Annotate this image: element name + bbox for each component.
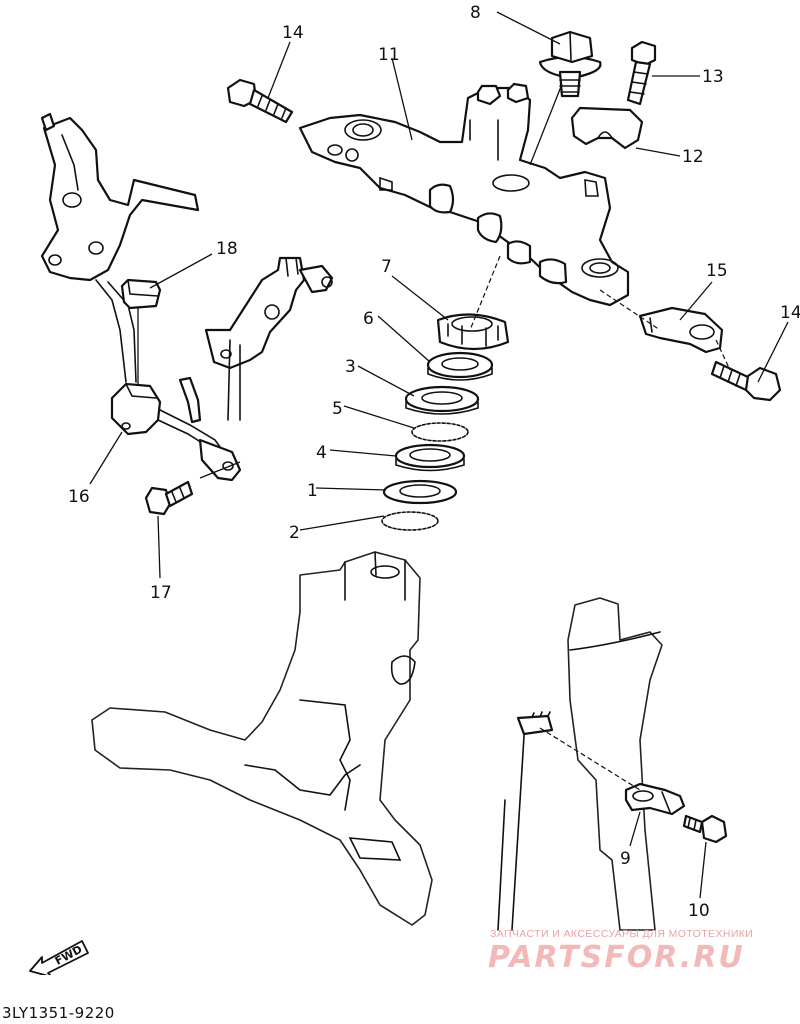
- fwd-label: FWD: [53, 943, 85, 968]
- callout-8: 8: [470, 3, 481, 23]
- holder-16: [110, 382, 162, 436]
- callout-12: 12: [682, 147, 704, 167]
- callout-11: 11: [378, 45, 400, 65]
- callout-17: 17: [150, 583, 172, 603]
- callout-6: 6: [363, 309, 374, 329]
- bolt-10: [682, 814, 728, 844]
- upper-ball-race: [404, 385, 480, 415]
- watermark-tagline: ЗАПЧАСТИ И АКСЕССУАРЫ ДЛЯ МОТОТЕХНИКИ: [490, 928, 754, 940]
- bolt-17: [144, 480, 194, 516]
- callout-5: 5: [332, 399, 343, 419]
- watermark-logo: PARTSFOR.RU: [488, 940, 745, 975]
- callout-9: 9: [620, 849, 631, 869]
- callout-10: 10: [688, 901, 710, 921]
- callout-13: 13: [702, 67, 724, 87]
- callout-numbers: 1 2 3 4 5 6 7 8 9 10 11 12 13 14 14 15 1…: [68, 3, 800, 921]
- steering-stem-bolt: [538, 30, 602, 98]
- callout-2: 2: [289, 523, 300, 543]
- lock-washer: [426, 351, 494, 381]
- clamp-9: [624, 782, 686, 816]
- callout-3: 3: [345, 357, 356, 377]
- callout-15: 15: [706, 261, 728, 281]
- cable-clamp-15: [638, 306, 724, 354]
- middle-ball-race: [394, 443, 466, 472]
- leader-lines: [89, 11, 789, 899]
- front-fork-tube: [497, 597, 663, 931]
- callout-1: 1: [307, 481, 318, 501]
- bolt-14-upper: [226, 78, 294, 124]
- ring-nut: [436, 313, 510, 351]
- catalog-code: 3LY1351-9220: [2, 1004, 115, 1022]
- upper-ball-bearings: [411, 422, 469, 442]
- callout-7: 7: [381, 257, 392, 277]
- forward-direction-arrow-icon: FWD: [29, 940, 89, 975]
- grommet-18: [120, 278, 162, 310]
- callout-18: 18: [216, 239, 238, 259]
- callout-14-lower: 14: [780, 303, 800, 323]
- callout-16: 16: [68, 487, 90, 507]
- headlight-stay: [40, 112, 334, 482]
- callout-14-upper: 14: [282, 23, 304, 43]
- bolt-14-lower: [710, 360, 782, 402]
- upper-bracket: [298, 82, 630, 307]
- callout-4: 4: [316, 443, 327, 463]
- handlebar-holder-cap: [570, 106, 644, 150]
- lower-ball-bearings: [381, 511, 439, 531]
- lower-bracket-steering-stem: [91, 551, 433, 926]
- lower-ball-race: [382, 479, 458, 505]
- bolt-13: [626, 40, 657, 106]
